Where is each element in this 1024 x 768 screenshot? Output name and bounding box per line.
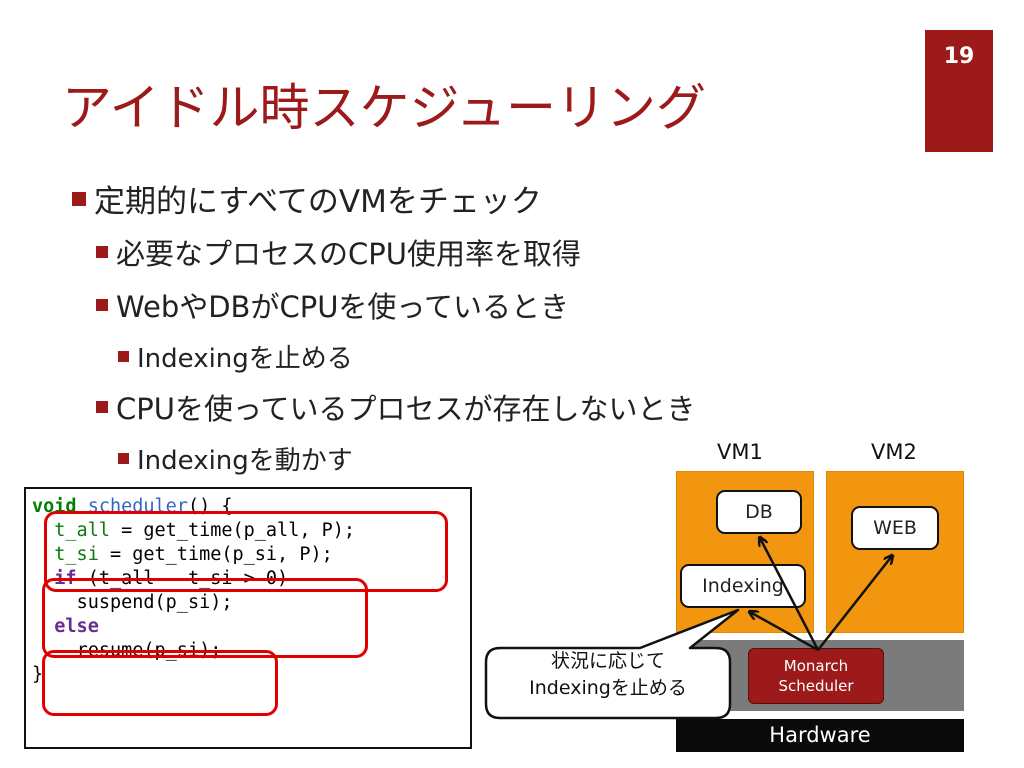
bullet-text: 必要なプロセスのCPU使用率を取得 <box>116 237 581 271</box>
callout-text: 状況に応じて Indexingを止める <box>486 648 730 718</box>
bullet-square-icon <box>118 453 129 464</box>
bullet-text: Indexingを動かす <box>137 446 353 476</box>
callout-line1: 状況に応じて <box>550 650 665 672</box>
code-identifier: t_si <box>54 544 99 565</box>
bullet-level1: 定期的にすべてのVMをチェック <box>72 176 542 221</box>
bullet-text: CPUを使っているプロセスが存在しないとき <box>116 392 696 426</box>
monarch-scheduler: Monarch Scheduler <box>748 648 884 704</box>
vm2-label: VM2 <box>871 440 917 464</box>
bullet-square-icon <box>96 401 108 413</box>
bullet-level2: WebやDBがCPUを使っているとき <box>96 284 569 326</box>
bullet-text: 定期的にすべてのVMをチェック <box>94 184 542 220</box>
callout-line2: Indexingを止める <box>529 677 687 699</box>
bullet-square-icon <box>96 246 108 258</box>
page-number: 19 <box>925 30 993 152</box>
hardware-bar: Hardware <box>676 719 964 752</box>
monarch-label-line1: Monarch <box>783 657 849 675</box>
code-identifier: t_all <box>54 520 110 541</box>
arrow-to-indexing <box>750 612 819 652</box>
highlight-box-resume <box>42 650 278 716</box>
vm1-label: VM1 <box>717 440 763 464</box>
callout-bubble <box>484 608 740 720</box>
highlight-box-suspend <box>42 578 368 658</box>
code-text: } <box>32 664 44 685</box>
arrow-to-db <box>760 538 820 651</box>
vm2-box <box>826 471 964 633</box>
bullet-square-icon <box>72 191 86 206</box>
bullet-square-icon <box>118 351 129 362</box>
monarch-label-line2: Scheduler <box>778 677 854 695</box>
code-text: suspend(p_si); <box>76 592 233 613</box>
bullet-text: WebやDBがCPUを使っているとき <box>116 290 569 324</box>
code-text: = get_time(p_si, P); <box>98 544 333 565</box>
code-text: = get_time(p_all, P); <box>109 520 356 541</box>
code-keyword: else <box>54 616 99 637</box>
arrow-to-web <box>817 556 892 651</box>
bullet-square-icon <box>96 299 108 311</box>
db-node: DB <box>716 490 802 534</box>
web-node: WEB <box>851 506 939 550</box>
slide-title: アイドル時スケジューリング <box>62 79 706 137</box>
highlight-box-get-time <box>44 511 448 592</box>
bullet-level2: CPUを使っているプロセスが存在しないとき <box>96 386 696 428</box>
bullet-level2: 必要なプロセスのCPU使用率を取得 <box>96 231 581 273</box>
bullet-level3: Indexingを動かす <box>118 440 353 477</box>
bullet-text: Indexingを止める <box>137 344 353 374</box>
bullet-level3: Indexingを止める <box>118 338 353 375</box>
